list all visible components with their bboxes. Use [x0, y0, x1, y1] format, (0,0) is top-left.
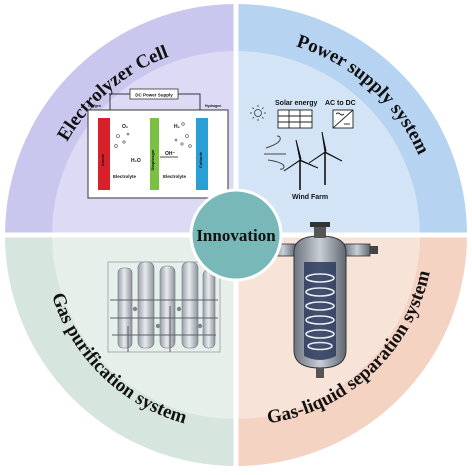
diaphragm-label: Diaphragm [150, 149, 155, 170]
center-label: Innovation [196, 226, 276, 245]
h2-label: H₂ [174, 124, 180, 130]
wind-turbine-icon [283, 131, 343, 190]
hydrogen-outlet-label: Hydrogen [205, 104, 221, 108]
anode-electrode [98, 118, 110, 190]
diaphragm [150, 118, 159, 190]
ac-dc-label: AC to DC [325, 100, 356, 107]
gas-liquid-separator-icon [262, 222, 378, 378]
cathode-label: Cathode [198, 151, 203, 168]
dc-power-supply-label: DC Power Supply [135, 93, 173, 98]
wind-icon [264, 135, 286, 170]
sun-icon [250, 105, 266, 121]
oxygen-outlet-label: Oxygen [88, 104, 101, 108]
outer-ring-border [3, 2, 469, 468]
solar-energy-label: Solar energy [275, 100, 318, 107]
ac-dc-converter-icon [332, 109, 354, 129]
swirl-coil [305, 273, 335, 351]
left-electrolyte-label: Electrolyte [113, 174, 137, 179]
right-electrolyte-label: Electrolyte [163, 174, 187, 179]
o2-label: O₂ [122, 124, 128, 130]
center-circle [189, 188, 283, 282]
gas-purifier-towers-icon [107, 261, 221, 353]
bubbles [114, 122, 192, 148]
anode-label: Anode [100, 153, 105, 166]
wind-farm-label: Wind Farm [292, 194, 328, 201]
solar-panel-icon [277, 109, 313, 129]
water-label: H₂O [131, 158, 141, 164]
electrolyzer-illustration: DC Power Supply Anode Diaphragm Cathode … [87, 88, 229, 199]
ion-label: OH⁻ [165, 151, 176, 157]
cathode-electrode [196, 118, 208, 190]
inner-sector-power [236, 51, 420, 235]
power-supply-illustration: Solar energy AC to DC Wind [250, 100, 356, 201]
